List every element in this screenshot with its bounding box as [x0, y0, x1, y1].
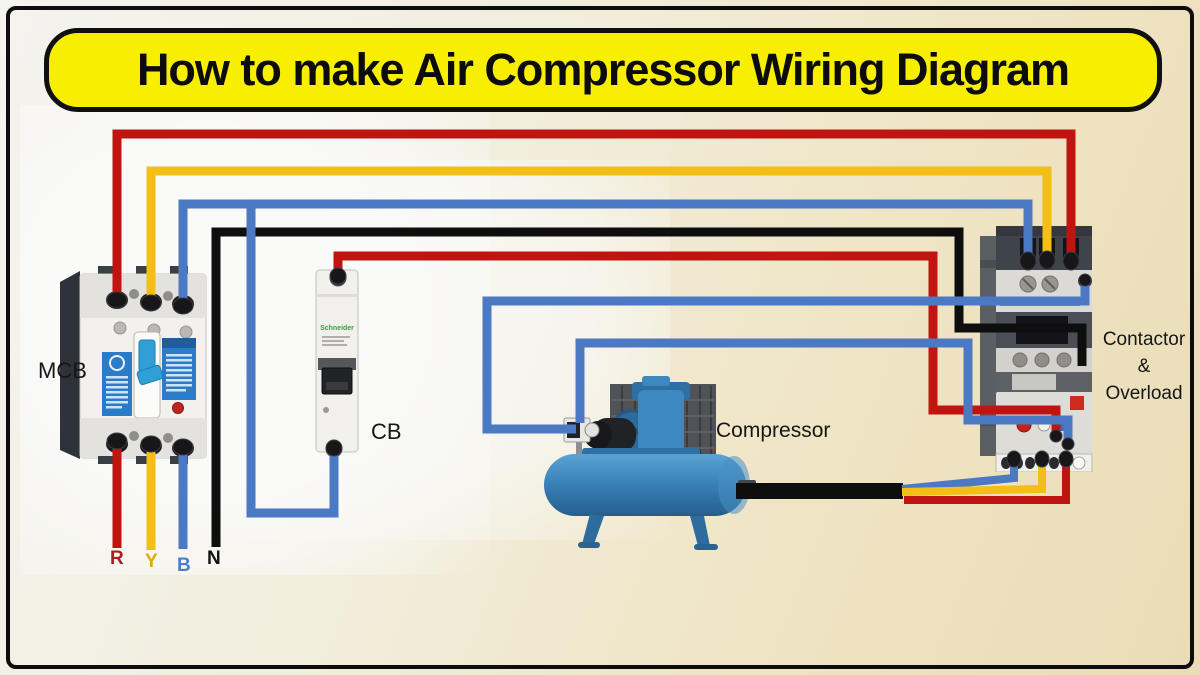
tank-leg: [690, 516, 710, 546]
contactor-overload-label: Contactor & Overload: [1094, 326, 1194, 407]
contactor-label-line1: Contactor: [1102, 329, 1186, 350]
cb-toggle: [321, 367, 353, 395]
cb-illustration: Schneider: [315, 269, 359, 458]
tank-outlet: [738, 480, 756, 498]
phase-label-r: R: [110, 548, 124, 569]
cb-label: CB: [371, 419, 402, 444]
wire-y-mcb-to-contactor: [146, 166, 1052, 303]
contactor-label-line3: Overload: [1105, 383, 1183, 404]
title-banner: How to make Air Compressor Wiring Diagra…: [44, 28, 1162, 112]
overload-logo: [1070, 396, 1084, 410]
wire-b-mcb-to-contactor: [178, 199, 1033, 306]
compressor-label: Compressor: [716, 419, 831, 442]
page-title: How to make Air Compressor Wiring Diagra…: [136, 44, 1070, 95]
cb-component: Schneider: [312, 264, 362, 458]
wire-r-mcb-to-contactor: [112, 129, 1076, 300]
compressor-component: [538, 374, 770, 552]
contactor-label-line2: &: [1137, 356, 1151, 377]
cb-brand-text: Schneider: [320, 325, 354, 332]
contactor-illustration: [980, 226, 1093, 473]
air-tank: [544, 454, 746, 516]
phase-label-n: N: [207, 548, 221, 569]
phase-label-b: B: [177, 555, 191, 576]
aux-terminal: [1078, 274, 1092, 288]
overload-reset-button: [1016, 417, 1032, 433]
mcb-indicator: [172, 402, 184, 414]
contactor-overload-component: [966, 220, 1098, 473]
phase-label-y: Y: [145, 551, 158, 572]
compressor-illustration: [544, 376, 756, 550]
mcb-label: MCB: [38, 358, 87, 383]
overload-dial: [1037, 418, 1051, 432]
tank-leg: [582, 514, 604, 544]
